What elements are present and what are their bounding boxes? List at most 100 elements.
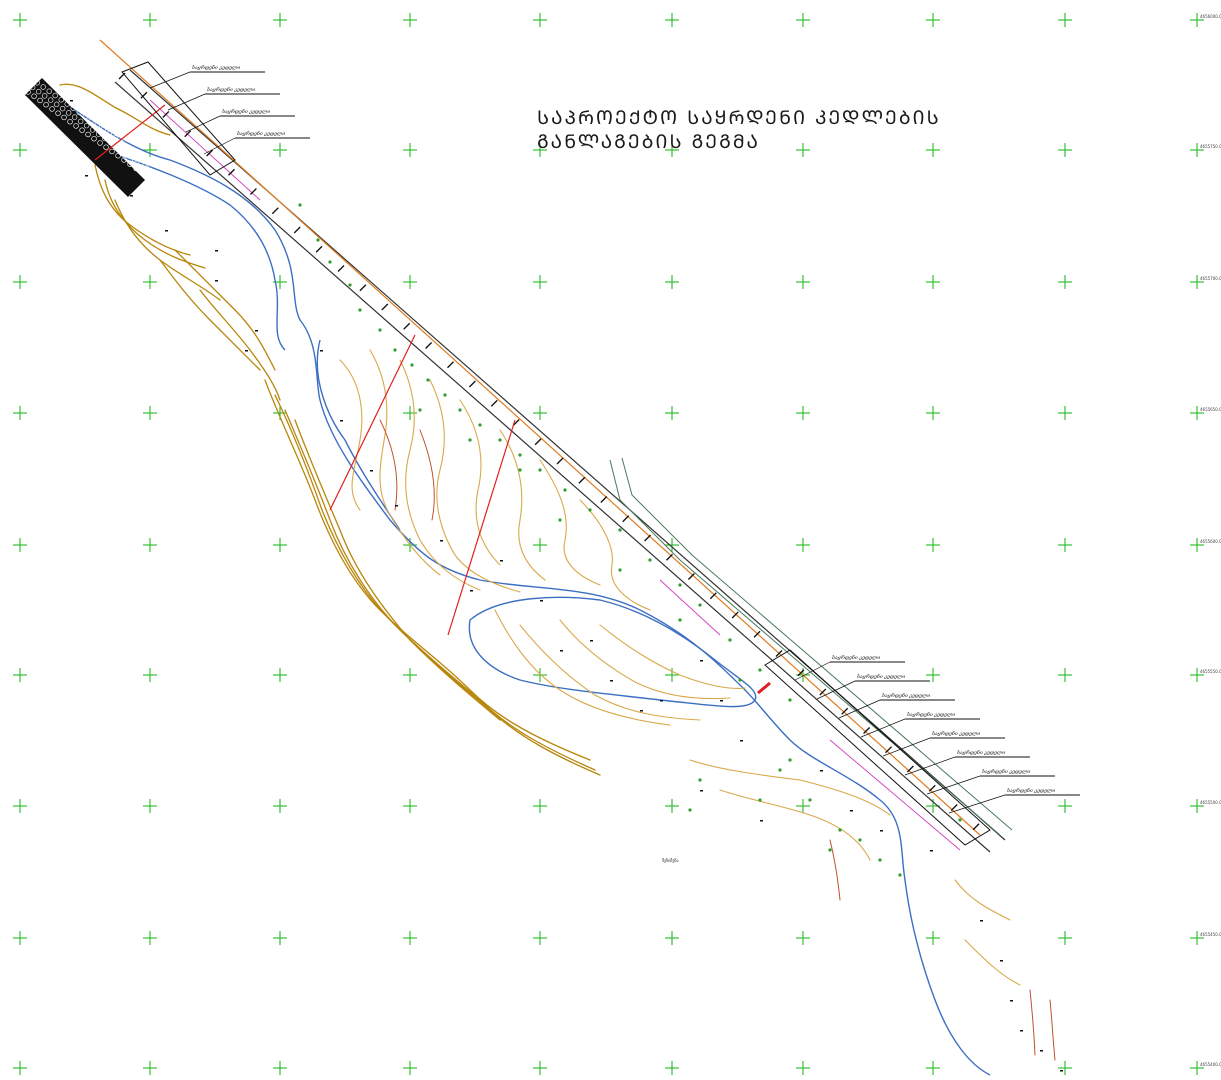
contour-line [1049, 999, 1056, 1061]
grid-cross [926, 13, 940, 27]
grid-cross [403, 13, 417, 27]
spot-height-marker [245, 350, 248, 352]
grid-cross [403, 668, 417, 682]
grid-cross [533, 538, 547, 552]
grid-cross [533, 406, 547, 420]
retaining-wall-box [764, 649, 991, 846]
spot-height-marker [440, 540, 443, 542]
contour-line [719, 789, 871, 861]
grid-cross [13, 931, 27, 945]
spot-height-marker [215, 250, 218, 252]
contour-line [459, 399, 501, 566]
grid-cross [926, 275, 940, 289]
retaining-wall-outlines [121, 61, 991, 846]
tree-symbol [698, 603, 702, 607]
grid-cross [533, 13, 547, 27]
grid-cross [13, 143, 27, 157]
spot-height-marker [700, 660, 703, 662]
tree-symbol [678, 583, 682, 587]
grid-coordinate-label: 4655400.0 [1200, 1062, 1221, 1067]
grid-cross [403, 406, 417, 420]
grid-cross [533, 1061, 547, 1075]
tree-symbol [788, 698, 792, 702]
callout-label: საყრდენი კედელი [907, 710, 955, 718]
grid-cross [1058, 143, 1072, 157]
road-side-lane [609, 459, 1001, 836]
contour-line [399, 359, 481, 591]
grid-cross [1190, 931, 1204, 945]
grid-cross [665, 538, 679, 552]
tree-symbol [778, 768, 782, 772]
grid-cross [13, 799, 27, 813]
spot-height-marker [340, 420, 343, 422]
tree-symbol [348, 283, 352, 287]
contour-line [964, 939, 1021, 986]
grid-cross [926, 1061, 940, 1075]
contour-line [159, 259, 261, 371]
contour-line [499, 429, 546, 581]
grid-coordinate-label: 4655500.0 [1200, 800, 1221, 805]
grid-cross [13, 1061, 27, 1075]
spot-height-marker [470, 590, 473, 592]
spot-height-marker [590, 640, 593, 642]
grid-cross [143, 143, 157, 157]
grid-cross [1190, 668, 1204, 682]
contour-line [59, 83, 171, 136]
tree-symbol [588, 508, 592, 512]
grid-cross [796, 799, 810, 813]
plan-title-line-1: ᲡᲐᲞᲠᲝᲔᲥᲢᲝ ᲡᲐᲧᲠᲓᲔᲜᲘ ᲙᲔᲓᲚᲔᲑᲘᲡ [537, 107, 941, 129]
tree-symbol [316, 238, 320, 242]
grid-coordinate-label: 4655750.0 [1200, 144, 1221, 149]
contour-line [294, 419, 501, 721]
spot-height-marker [370, 470, 373, 472]
grid-cross [533, 931, 547, 945]
grid-cross [665, 668, 679, 682]
spot-height-marker [540, 600, 543, 602]
grid-coordinate-label: 4655450.0 [1200, 932, 1221, 937]
spot-height-marker [660, 700, 663, 702]
grid-cross [403, 275, 417, 289]
grid-cross [1058, 406, 1072, 420]
spot-height-marker [640, 710, 643, 712]
grid-cross [533, 275, 547, 289]
grid-cross [273, 668, 287, 682]
spot-height-marker [560, 650, 563, 652]
grid-cross [143, 13, 157, 27]
grid-cross [665, 1061, 679, 1075]
grid-cross [1190, 799, 1204, 813]
grid-cross [1058, 799, 1072, 813]
grid-cross [13, 13, 27, 27]
river-loop-west [316, 339, 401, 531]
section-line [447, 419, 516, 636]
callout-label: საყრდენი კედელი [857, 672, 905, 680]
road-edge-south [114, 81, 991, 853]
grid-cross [665, 143, 679, 157]
wall-callout: საყრდენი კედელი [167, 85, 280, 111]
grid-cross [1058, 13, 1072, 27]
contour-line [174, 249, 276, 371]
spot-height-marker [1040, 1050, 1043, 1052]
spot-height-marker [395, 505, 398, 507]
grid-cross [143, 931, 157, 945]
contour-line [599, 624, 746, 689]
river-main-channel [47, 91, 991, 1076]
tree-symbol [378, 328, 382, 332]
grid-cross [273, 143, 287, 157]
contour-line [559, 619, 731, 700]
grid-cross [665, 406, 679, 420]
grid-cross [1190, 13, 1204, 27]
grid-cross [403, 143, 417, 157]
spot-height-marker [610, 680, 613, 682]
grid-cross [926, 668, 940, 682]
spot-height-marker [1060, 1070, 1063, 1072]
tree-symbol [838, 828, 842, 832]
wall-callout: საყრდენი კედელი [860, 710, 980, 738]
river-island [468, 596, 757, 708]
grid-cross [926, 931, 940, 945]
grid-cross [273, 931, 287, 945]
spot-height-marker [820, 770, 823, 772]
contour-line [369, 349, 441, 576]
contour-line [539, 459, 601, 586]
tree-symbol [858, 838, 862, 842]
grid-cross [143, 799, 157, 813]
